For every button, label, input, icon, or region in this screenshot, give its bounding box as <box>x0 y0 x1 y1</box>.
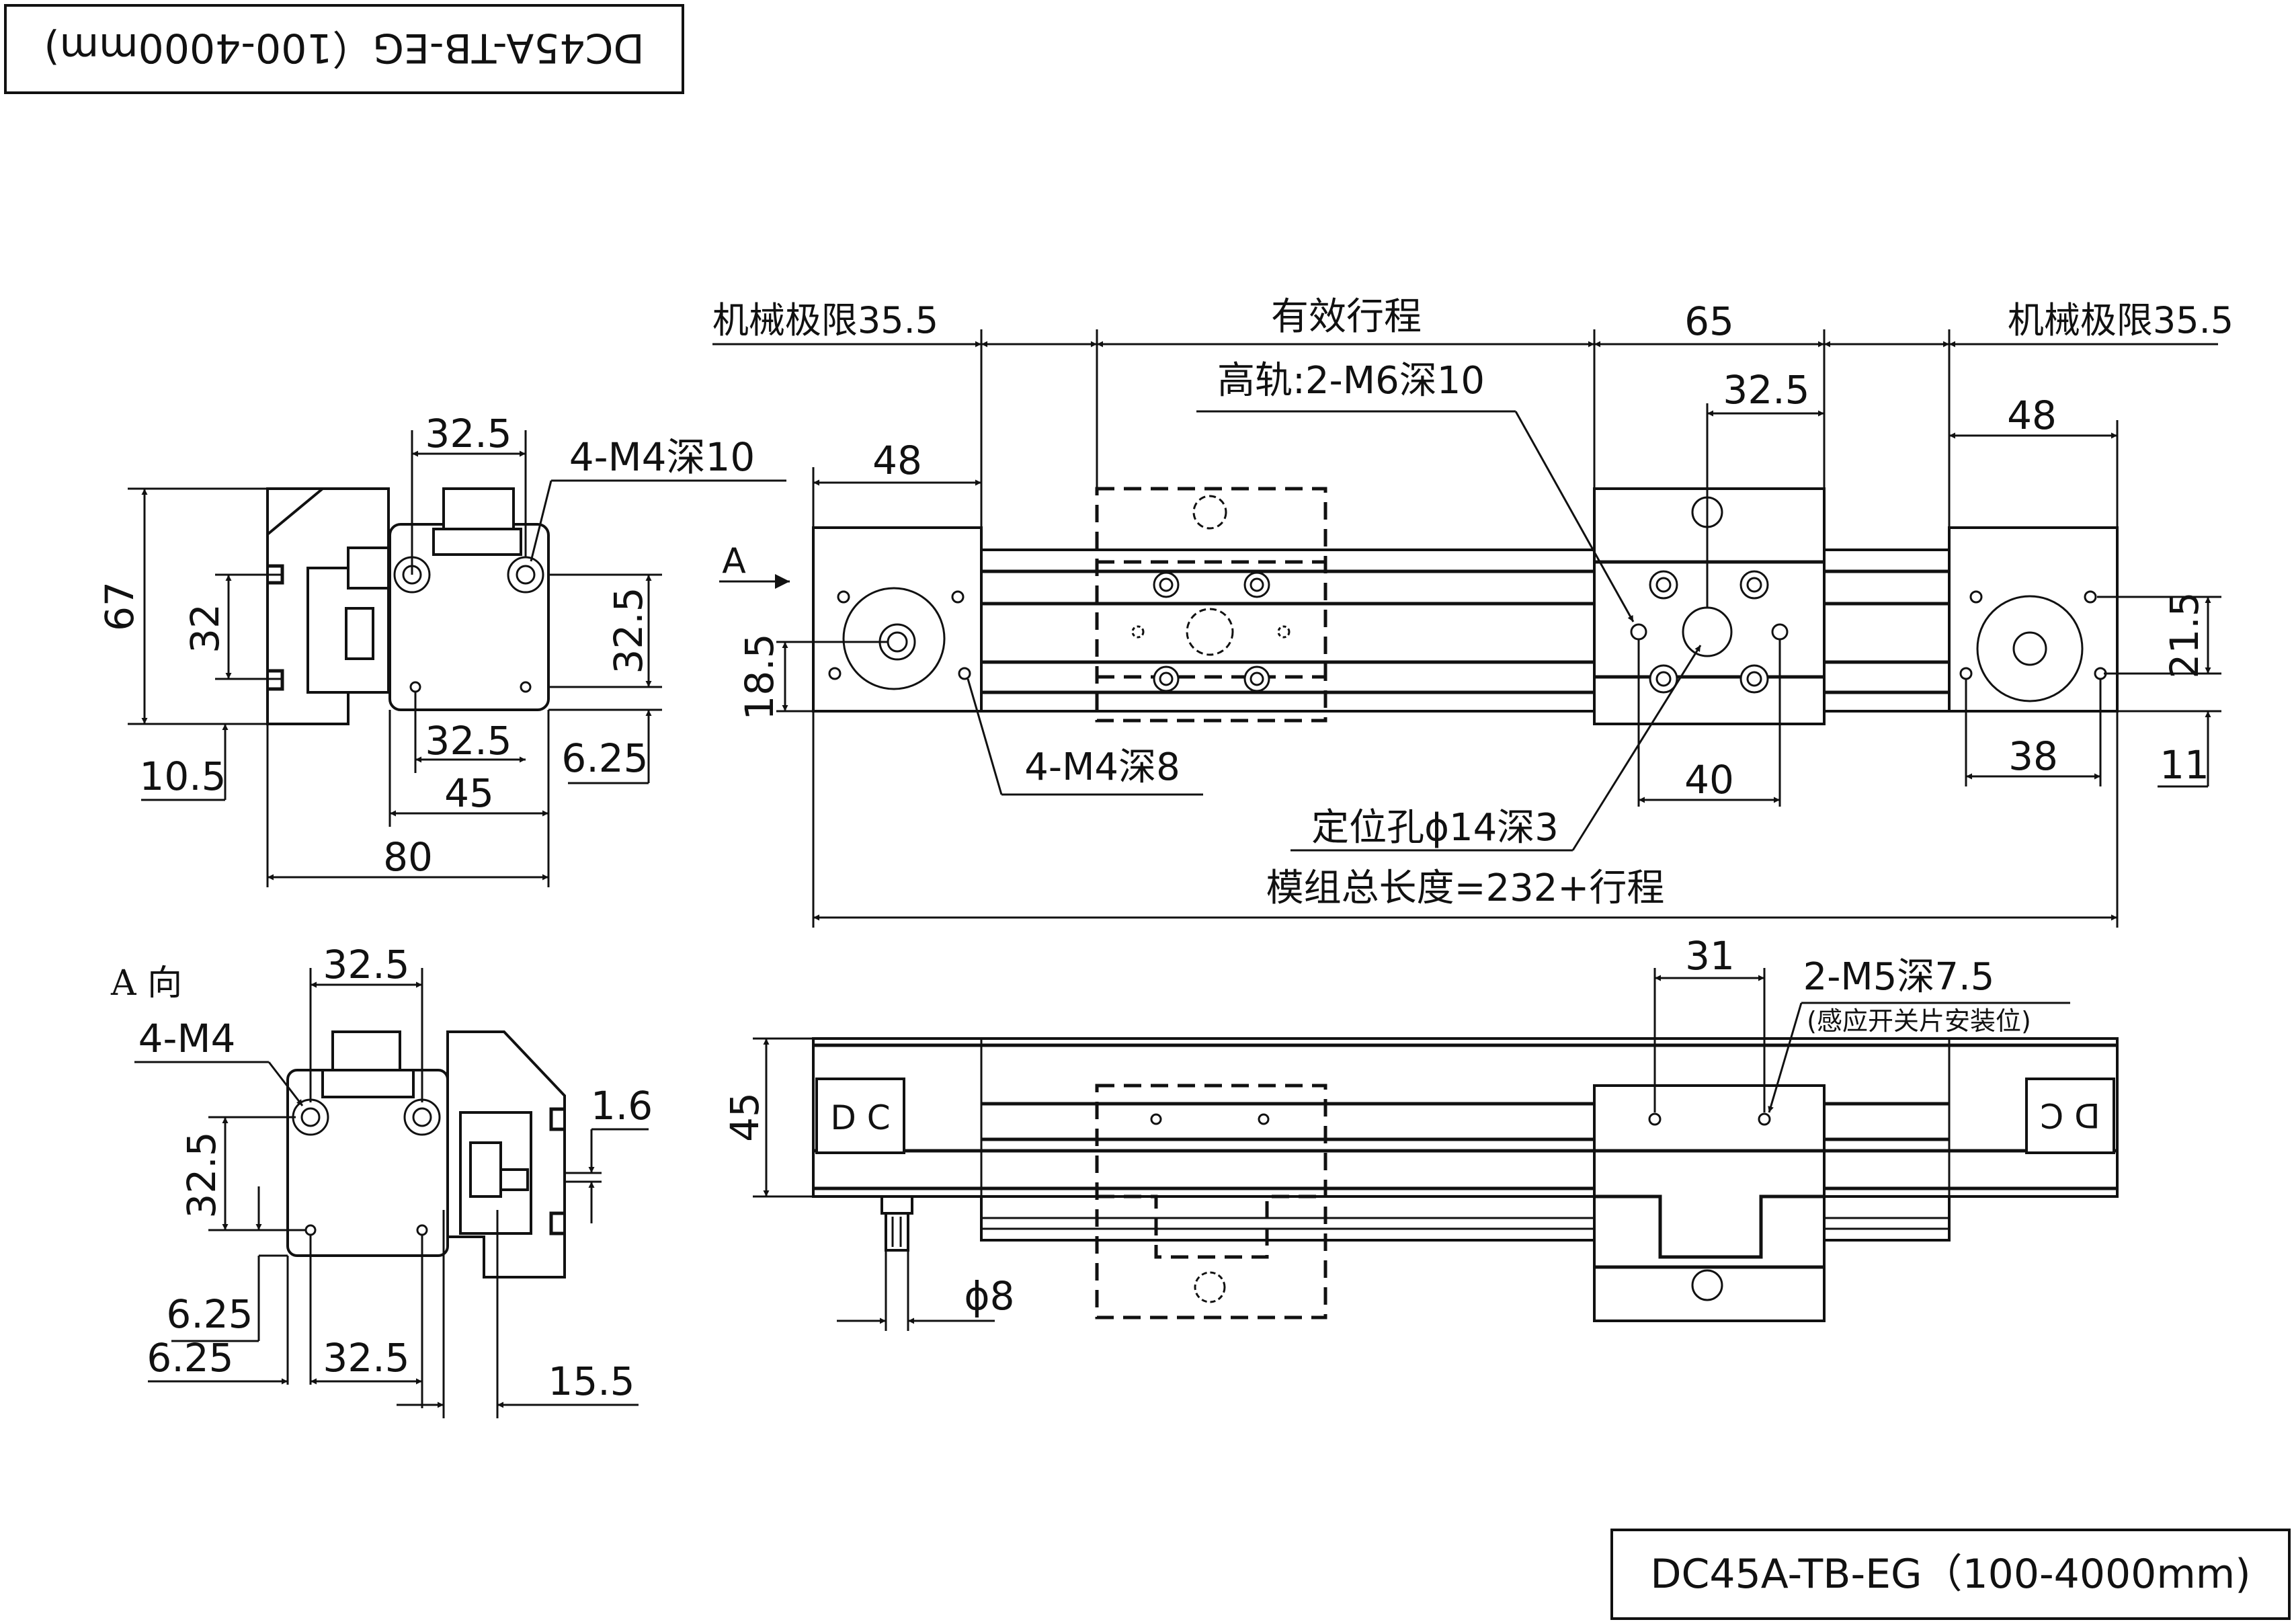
motor-holes-label: 4-M4深10 <box>569 434 755 480</box>
section-vertical-spacing: 32.5 <box>606 587 651 674</box>
high-rail-holes: 高轨:2-M6深10 <box>1217 359 1485 403</box>
a-top-spacing: 32.5 <box>323 942 409 987</box>
a-offset-b: 6.25 <box>147 1335 233 1381</box>
carriage-phantom-side <box>1095 1084 1327 1320</box>
mirrored-model-text: DC45A-TB-EG（100-4000mm) <box>44 24 644 71</box>
sensor-note: (感应开关片安装位) <box>1807 1006 2031 1036</box>
section-height: 67 <box>97 581 142 631</box>
locating-spacing: 40 <box>1684 757 1734 803</box>
end-section-view: 32.5 4-M4深10 67 32 32.5 32.5 6.25 10.5 4… <box>97 411 786 887</box>
a-offset-a: 6.25 <box>166 1291 253 1337</box>
left-end-width: 48 <box>872 438 922 483</box>
carriage-width: 65 <box>1684 298 1734 344</box>
a-view-label: A 向 <box>110 963 182 1004</box>
sensor-spacing: 31 <box>1685 933 1735 979</box>
mech-limit-right: 机械极限35.5 <box>2008 299 2234 341</box>
a-bottom-spacing: 32.5 <box>323 1335 409 1381</box>
shaft-diameter: ϕ8 <box>964 1273 1014 1319</box>
side-height: 45 <box>722 1092 768 1142</box>
section-top-spacing: 32.5 <box>425 411 511 456</box>
total-length-label: 模组总长度=232+行程 <box>1266 866 1665 910</box>
right-hole-spacing: 38 <box>2008 733 2058 779</box>
section-bottom-spacing: 32.5 <box>425 718 511 764</box>
right-end-width: 48 <box>2007 393 2057 438</box>
bore-height: 18.5 <box>737 633 782 720</box>
side-elevation-view: D C D C 31 2-M5深7.5 (感应开关片安装位) <box>722 933 2119 1331</box>
view-arrow-label: A <box>722 541 746 581</box>
section-motor-width: 45 <box>444 770 494 816</box>
section-base-offset: 10.5 <box>139 754 226 799</box>
a-side-offset: 15.5 <box>548 1358 634 1404</box>
top-plan-view: 机械极限35.5 有效行程 65 机械极限35.5 高轨:2-M6深10 32.… <box>712 295 2234 928</box>
mech-limit-left: 机械极限35.5 <box>712 299 938 341</box>
section-slot-spacing: 32 <box>182 604 228 653</box>
effective-stroke: 有效行程 <box>1271 295 1422 339</box>
right-vertical: 21.5 <box>2162 592 2207 678</box>
sensor-holes-label: 2-M5深7.5 <box>1803 955 1995 999</box>
section-hole-offset: 6.25 <box>561 735 648 781</box>
section-total-width: 80 <box>383 834 433 880</box>
logo-right: D C <box>2040 1096 2100 1135</box>
a-rail-gap: 1.6 <box>591 1083 653 1129</box>
a-direction-view: A 向 32.5 4-M4 1.6 32.5 <box>110 942 653 1418</box>
a-vertical-spacing: 32.5 <box>179 1131 224 1218</box>
half-width: 32.5 <box>1723 367 1809 413</box>
carriage-phantom-top <box>1095 487 1327 723</box>
logo-left: D C <box>830 1098 890 1137</box>
title-block: DC45A-TB-EG（100-4000mm) <box>1610 1529 2291 1620</box>
model-text: DC45A-TB-EG（100-4000mm) <box>1650 1551 2250 1598</box>
end-holes-label: 4-M4深8 <box>1024 745 1180 789</box>
right-offset: 11 <box>2160 742 2209 788</box>
locating-hole-label: 定位孔ϕ14深3 <box>1311 806 1559 850</box>
mirrored-title-block: DC45A-TB-EG（100-4000mm) <box>4 4 684 94</box>
carriage-top <box>1593 487 1826 725</box>
a-holes-label: 4-M4 <box>138 1016 236 1061</box>
